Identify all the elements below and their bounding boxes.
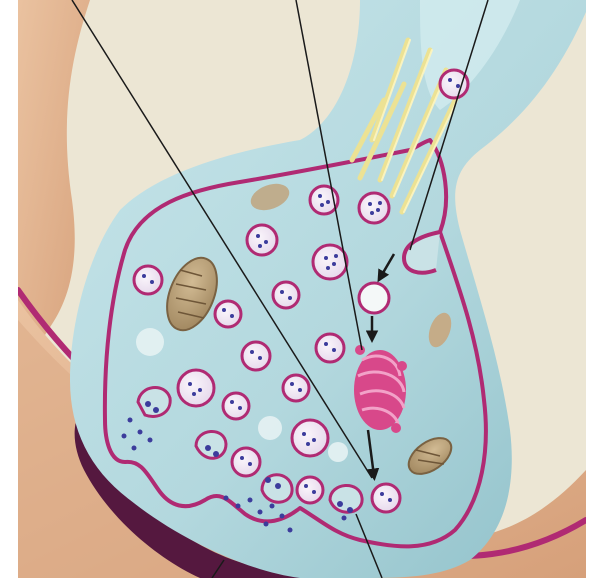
- synapse-diagram: [0, 0, 604, 578]
